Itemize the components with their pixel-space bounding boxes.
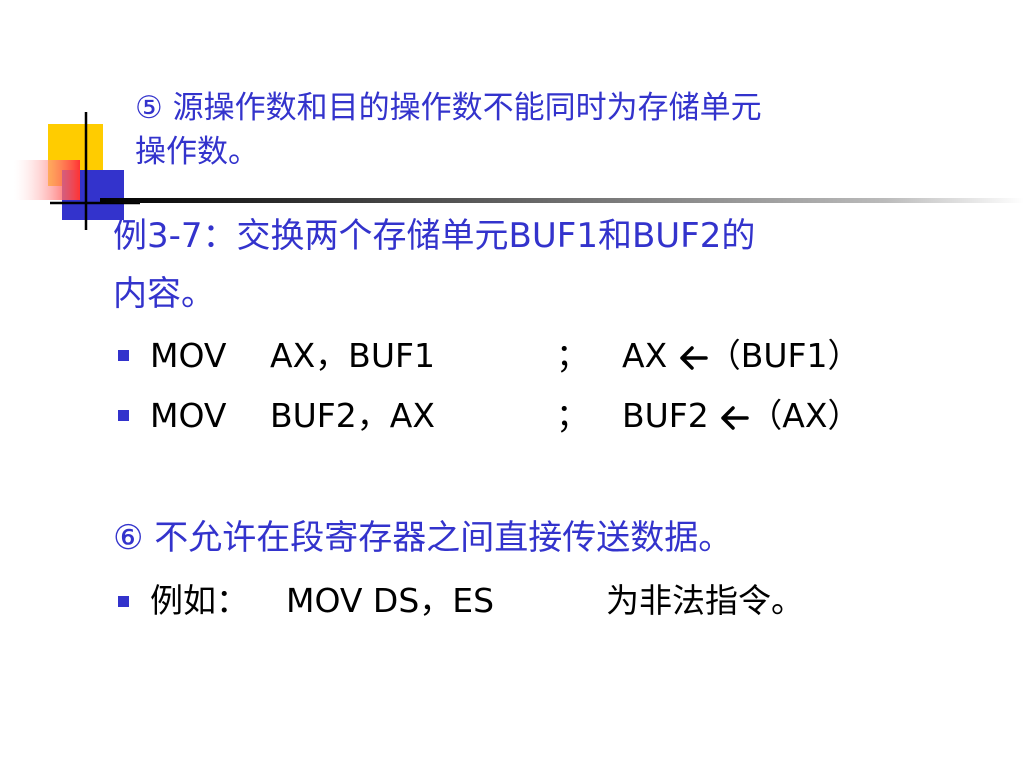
bullet-icon [118, 596, 129, 607]
code-op: MOV [150, 336, 227, 375]
example-number: 3-7 [147, 216, 203, 256]
corner-decoration [14, 112, 140, 230]
example2-suffix: 为非法指令。 [606, 581, 804, 620]
title-underline [100, 198, 1024, 203]
example-desc: ：交换两个存储单元 [202, 216, 509, 256]
example-prefix: 例 [113, 216, 147, 256]
left-arrow-icon [721, 405, 750, 430]
code-src: （AX） [749, 396, 861, 435]
code-args: AX，BUF1 [270, 336, 435, 375]
code-dest: AX [622, 336, 668, 375]
code-separator: ； [556, 336, 589, 375]
title-line-1: ⑤ 源操作数和目的操作数不能同时为存储单元 [135, 90, 762, 126]
bullet-icon [118, 350, 129, 361]
bullet-icon [118, 410, 129, 421]
code-line-1: MOV AX，BUF1 ； AX （BUF1） [150, 334, 1010, 378]
red-gradient-bar [14, 160, 80, 200]
example-line-2: 内容。 [113, 274, 215, 314]
code-src: （BUF1） [707, 336, 861, 375]
example2-code: MOV DS，ES [286, 581, 495, 620]
slide-title: ⑤ 源操作数和目的操作数不能同时为存储单元 操作数。 [135, 86, 995, 174]
example-line-1: 例3-7：交换两个存储单元BUF1和BUF2的 [113, 212, 755, 260]
example-2-line: 例如： MOV DS，ES 为非法指令。 [150, 579, 1010, 623]
example2-prefix: 例如： [150, 581, 249, 620]
left-arrow-icon [679, 345, 708, 370]
code-dest: BUF2 [622, 396, 709, 435]
title-line-2: 操作数。 [135, 134, 259, 170]
code-comment: AX （BUF1） [622, 334, 860, 378]
code-comment: BUF2 （AX） [622, 394, 860, 438]
rule-6: ⑥ 不允许在段寄存器之间直接传送数据。 [113, 518, 733, 558]
code-line-2: MOV BUF2，AX ； BUF2 （AX） [150, 394, 1010, 438]
code-op: MOV [150, 396, 227, 435]
example-buf2: BUF2 [631, 216, 722, 256]
example-and: 和 [597, 216, 632, 256]
example-end: 的 [721, 216, 756, 256]
code-separator: ； [556, 396, 589, 435]
example-buf1: BUF1 [508, 216, 598, 256]
code-args: BUF2，AX [270, 396, 435, 435]
